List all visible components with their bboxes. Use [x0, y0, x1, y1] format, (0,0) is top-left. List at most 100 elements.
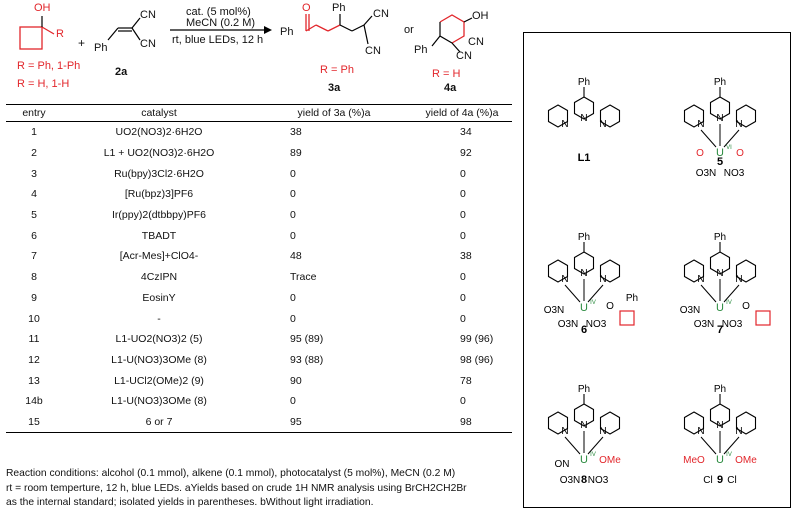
product4-oh: OH [472, 10, 489, 22]
product3-ph-left: Ph [280, 26, 294, 38]
oxidation-state: IV [590, 300, 596, 306]
oxo-right: O [736, 148, 744, 159]
oxidation-state: VI [726, 145, 732, 151]
cell-entry: 4 [31, 188, 37, 201]
uranium-atom: U [716, 147, 724, 159]
n-center: N [580, 113, 587, 124]
compound-label-5: 5 [717, 156, 723, 168]
header-yield3: yield of 3a (%)a [256, 104, 412, 122]
n-right: N [735, 119, 742, 130]
conditions-line1: cat. (5 mol%) [186, 6, 251, 18]
cell-y4: 78 [460, 374, 472, 387]
uranium-atom: U [580, 454, 588, 466]
cell-entry: 2 [31, 147, 37, 160]
cell-entry: 6 [31, 229, 37, 242]
n-u-bond [564, 436, 581, 455]
footnote-line2: rt = room temperture, 12 h, blue LEDs. a… [6, 482, 467, 494]
pyridine-ring-left [547, 104, 569, 128]
n-right: N [735, 426, 742, 437]
pyridine-ring-center [709, 403, 731, 427]
pyridine-ring-right [599, 411, 621, 435]
cell-y3: 0 [290, 188, 296, 201]
compound-label-8: 8 [581, 474, 587, 486]
nitrate-bottom-right: NO3 [722, 319, 743, 330]
cell-y4: 98 (96) [460, 353, 494, 366]
n-u-bond [700, 129, 717, 148]
nitrate-bottom-right: NO3 [588, 475, 609, 486]
conditions-line2: MeCN (0.2 M) [186, 17, 256, 29]
cell-catalyst: UO2(NO3)2·6H2O [115, 126, 203, 139]
cell-catalyst: [Acr-Mes]+ClO4- [119, 250, 199, 263]
conditions-line3: rt, blue LEDs, 12 h [172, 34, 264, 46]
nitrate-left: O3N [680, 305, 701, 316]
n-right: N [599, 274, 606, 285]
nitrate-left: O3N [544, 305, 565, 316]
nitrate-left: O3N [696, 168, 717, 179]
product4-cn-1: CN [468, 36, 484, 48]
header-entry: entry [6, 104, 62, 122]
alkoxide-o: O [742, 301, 750, 312]
footnote-line3: as the internal standard; isolated yield… [6, 497, 374, 508]
cell-entry: 7 [31, 250, 37, 263]
cell-y4: 0 [460, 188, 466, 201]
cyclobutyl-ring [619, 310, 635, 326]
reactant1-def-ph: R = Ph, 1-Ph [17, 60, 81, 72]
oxidation-state: IV [726, 452, 732, 458]
uranium-atom: U [716, 454, 724, 466]
cell-y4: 99 (96) [460, 333, 494, 346]
n-center: N [716, 420, 723, 431]
cell-entry: 9 [31, 291, 37, 304]
pyridine-ring-center [573, 96, 595, 120]
n-left: N [561, 119, 568, 130]
uranium-atom: U [580, 302, 588, 314]
cell-entry: 3 [31, 167, 37, 180]
compound-label-9: 9 [717, 474, 723, 486]
cell-y3: 95 (89) [290, 333, 324, 346]
cyclobutyl-ring [755, 310, 771, 326]
n-right: N [735, 274, 742, 285]
cell-y4: 0 [460, 167, 466, 180]
header-yield4: yield of 4a (%)a [412, 104, 512, 122]
phenyl-label: Ph [578, 232, 590, 243]
n-left: N [561, 426, 568, 437]
cell-y3: 95 [256, 411, 412, 434]
cell-entry: 13 [28, 374, 40, 387]
uranium-atom: U [716, 302, 724, 314]
reactant2-ph: Ph [94, 42, 108, 54]
cell-entry: 11 [28, 333, 40, 346]
n-left: N [697, 119, 704, 130]
n-u-bond [700, 436, 717, 455]
cell-catalyst: L1-U(NO3)3OMe (8) [111, 353, 207, 366]
chloride-left: Cl [703, 475, 712, 486]
cell-entry: 5 [31, 209, 37, 222]
alkoxide-o: O [606, 301, 614, 312]
cell-y4: 0 [460, 395, 466, 408]
cell-y4: 98 [412, 411, 512, 434]
reactant2-cn-top: CN [140, 9, 156, 21]
product3-def: R = Ph [320, 64, 354, 76]
cell-catalyst: 4CzIPN [140, 271, 178, 284]
nitrate-bottom-left: O3N [694, 319, 715, 330]
cell-y3: 0 [290, 312, 296, 325]
product3-o: O [302, 2, 311, 14]
cell-catalyst: [Ru(bpz)3]PF6 [124, 188, 194, 201]
cell-y3: 0 [290, 167, 296, 180]
pyridine-ring-left [683, 411, 705, 435]
pyridine-ring-right [735, 411, 757, 435]
chloride-right: Cl [727, 475, 736, 486]
reactant1-def-h: R = H, 1-H [17, 78, 70, 90]
cell-y4: 92 [460, 147, 472, 160]
pyridine-ring-right [735, 104, 757, 128]
compound-label-L1: L1 [578, 152, 591, 164]
n-u-bond [723, 129, 740, 148]
cell-catalyst: Ir(ppy)2(dtbbpy)PF6 [112, 209, 206, 222]
cell-y3: 0 [290, 229, 296, 242]
pyridine-ring-center [573, 403, 595, 427]
phenyl-label: Ph [714, 384, 726, 395]
